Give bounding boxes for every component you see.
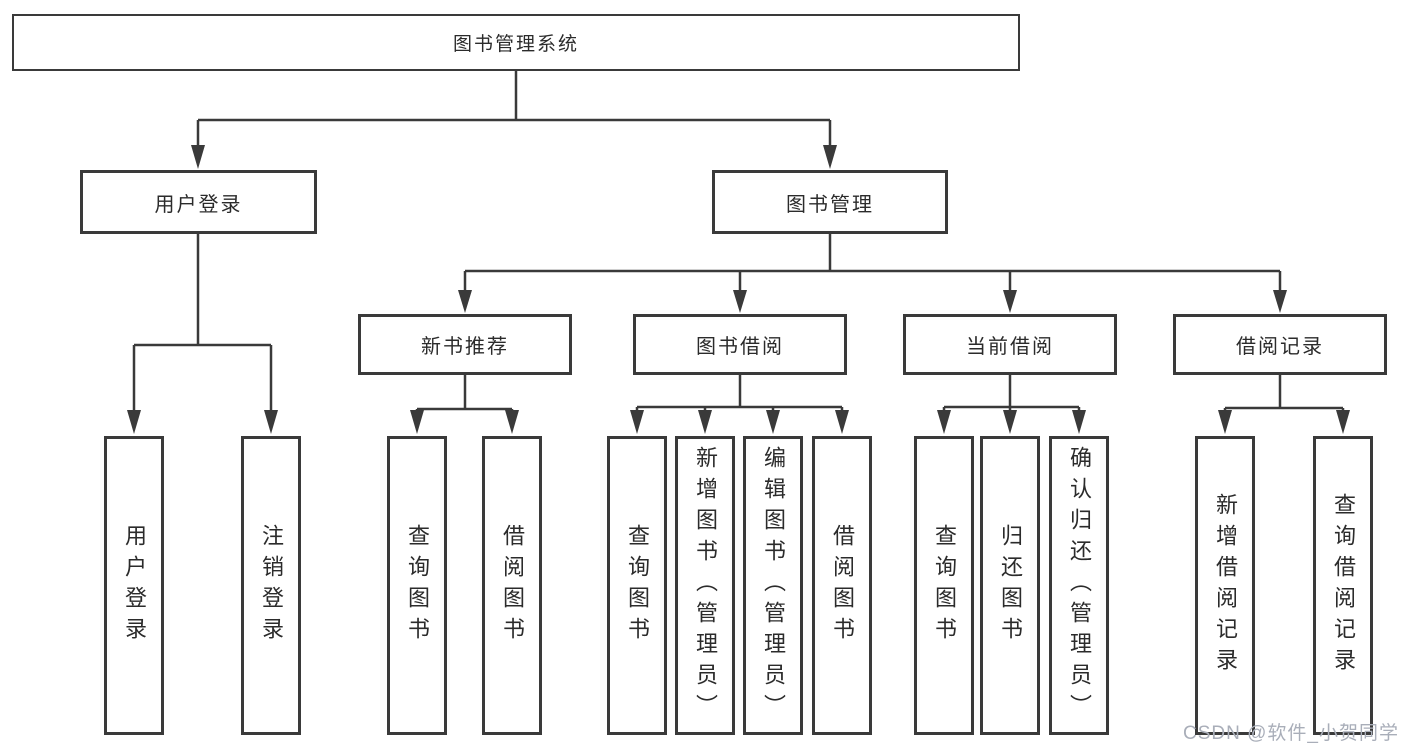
leaf-label: 借阅图书	[830, 523, 855, 648]
leaf-label: 确认归还（管理员）	[1067, 446, 1092, 725]
leaf-label: 新增图书（管理员）	[693, 446, 718, 725]
node-new-book-recommend: 新书推荐	[358, 314, 572, 375]
leaf-label: 编辑图书（管理员）	[761, 446, 786, 725]
leaf-label: 归还图书	[998, 523, 1023, 648]
leaf-user-login: 用户登录	[104, 436, 164, 735]
leaf-label: 查询借阅记录	[1331, 492, 1356, 679]
node-book-management-label: 图书管理	[786, 193, 874, 216]
leaf-label: 查询图书	[625, 523, 650, 648]
leaf-add-borrow-record: 新增借阅记录	[1195, 436, 1255, 735]
leaf-query-books-3: 查询图书	[914, 436, 974, 735]
leaf-query-borrow-record: 查询借阅记录	[1313, 436, 1373, 735]
leaf-query-books-1: 查询图书	[387, 436, 447, 735]
node-root: 图书管理系统	[12, 14, 1020, 71]
leaf-borrow-books-2: 借阅图书	[812, 436, 872, 735]
leaf-confirm-return-admin: 确认归还（管理员）	[1049, 436, 1109, 735]
node-new-book-recommend-label: 新书推荐	[421, 336, 509, 358]
leaf-label: 查询图书	[932, 523, 957, 648]
node-root-label: 图书管理系统	[452, 34, 579, 55]
node-user-login: 用户登录	[80, 170, 317, 234]
leaf-query-books-2: 查询图书	[607, 436, 667, 735]
leaf-borrow-books-1: 借阅图书	[482, 436, 542, 735]
leaf-label: 查询图书	[405, 523, 430, 648]
node-current-borrow-label: 当前借阅	[966, 336, 1054, 358]
leaf-logout: 注销登录	[241, 436, 301, 735]
node-borrow-records-label: 借阅记录	[1236, 336, 1324, 358]
node-book-borrow-label: 图书借阅	[696, 336, 784, 358]
watermark: CSDN @软件_小贺同学	[1183, 723, 1399, 744]
leaf-add-books-admin: 新增图书（管理员）	[675, 436, 735, 735]
leaf-edit-books-admin: 编辑图书（管理员）	[743, 436, 803, 735]
leaf-return-books: 归还图书	[980, 436, 1040, 735]
node-user-login-label: 用户登录	[154, 193, 243, 216]
leaf-label: 借阅图书	[500, 523, 525, 648]
node-current-borrow: 当前借阅	[903, 314, 1117, 375]
leaf-label: 新增借阅记录	[1213, 492, 1238, 679]
leaf-label: 注销登录	[259, 523, 284, 648]
leaf-label: 用户登录	[122, 523, 147, 648]
node-borrow-records: 借阅记录	[1173, 314, 1387, 375]
node-book-borrow: 图书借阅	[633, 314, 847, 375]
node-book-management: 图书管理	[712, 170, 948, 234]
